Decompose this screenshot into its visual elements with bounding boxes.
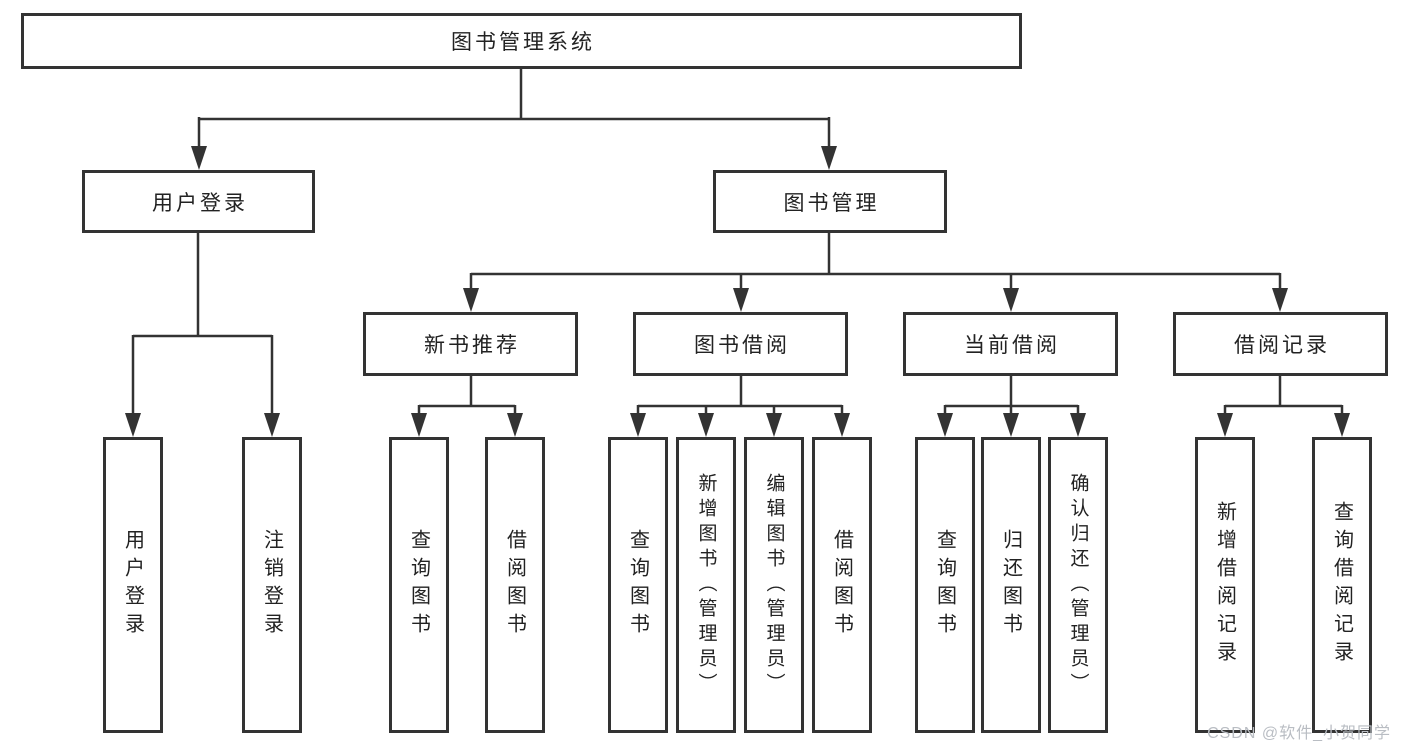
leaf-borrow-books-recommend: 借阅图书: [485, 437, 545, 733]
node-root-label: 图书管理系统: [451, 31, 595, 54]
node-user-login: 用户登录: [82, 170, 315, 233]
leaf-user-login-label: 用户登录: [121, 529, 144, 641]
leaf-add-books-admin: 新增图书（管理员）: [676, 437, 736, 733]
leaf-return-books-label: 归还图书: [999, 529, 1022, 641]
node-current-borrow: 当前借阅: [903, 312, 1118, 376]
node-new-book-recommend-label: 新书推荐: [424, 334, 520, 357]
leaf-confirm-return-admin: 确认归还（管理员）: [1048, 437, 1108, 733]
node-book-management-label: 图书管理: [783, 191, 880, 215]
node-user-login-label: 用户登录: [152, 191, 248, 215]
leaf-query-books-borrow: 查询图书: [608, 437, 668, 733]
node-new-book-recommend: 新书推荐: [363, 312, 578, 376]
node-borrow-records-label: 借阅记录: [1234, 334, 1330, 357]
leaf-edit-books-admin: 编辑图书（管理员）: [744, 437, 804, 733]
node-book-borrow: 图书借阅: [633, 312, 848, 376]
arrowheads: [125, 146, 1350, 437]
node-book-borrow-label: 图书借阅: [694, 334, 790, 357]
node-book-management: 图书管理: [713, 170, 947, 233]
leaf-return-books: 归还图书: [981, 437, 1041, 733]
leaf-query-books-current-label: 查询图书: [933, 529, 956, 641]
leaf-query-borrow-record-label: 查询借阅记录: [1330, 501, 1353, 669]
leaf-user-login: 用户登录: [103, 437, 163, 733]
node-borrow-records: 借阅记录: [1173, 312, 1388, 376]
leaf-edit-books-admin-label: 编辑图书（管理员）: [763, 472, 785, 698]
leaf-borrow-books-recommend-label: 借阅图书: [503, 529, 526, 641]
leaf-logout-label: 注销登录: [260, 529, 283, 641]
leaf-query-books-recommend: 查询图书: [389, 437, 449, 733]
leaf-add-books-admin-label: 新增图书（管理员）: [695, 472, 717, 698]
leaf-query-books-current: 查询图书: [915, 437, 975, 733]
leaf-query-books-borrow-label: 查询图书: [626, 529, 649, 641]
leaf-query-borrow-record: 查询借阅记录: [1312, 437, 1372, 733]
leaf-add-borrow-record: 新增借阅记录: [1195, 437, 1255, 733]
leaf-query-books-recommend-label: 查询图书: [407, 529, 430, 641]
leaf-borrow-books: 借阅图书: [812, 437, 872, 733]
node-root-system: 图书管理系统: [21, 13, 1022, 69]
leaf-add-borrow-record-label: 新增借阅记录: [1213, 501, 1236, 669]
leaf-confirm-return-admin-label: 确认归还（管理员）: [1067, 472, 1089, 698]
leaf-borrow-books-label: 借阅图书: [830, 529, 853, 641]
csdn-watermark: CSDN @软件_小贺同学: [1207, 725, 1391, 742]
node-current-borrow-label: 当前借阅: [964, 334, 1060, 357]
leaf-logout: 注销登录: [242, 437, 302, 733]
